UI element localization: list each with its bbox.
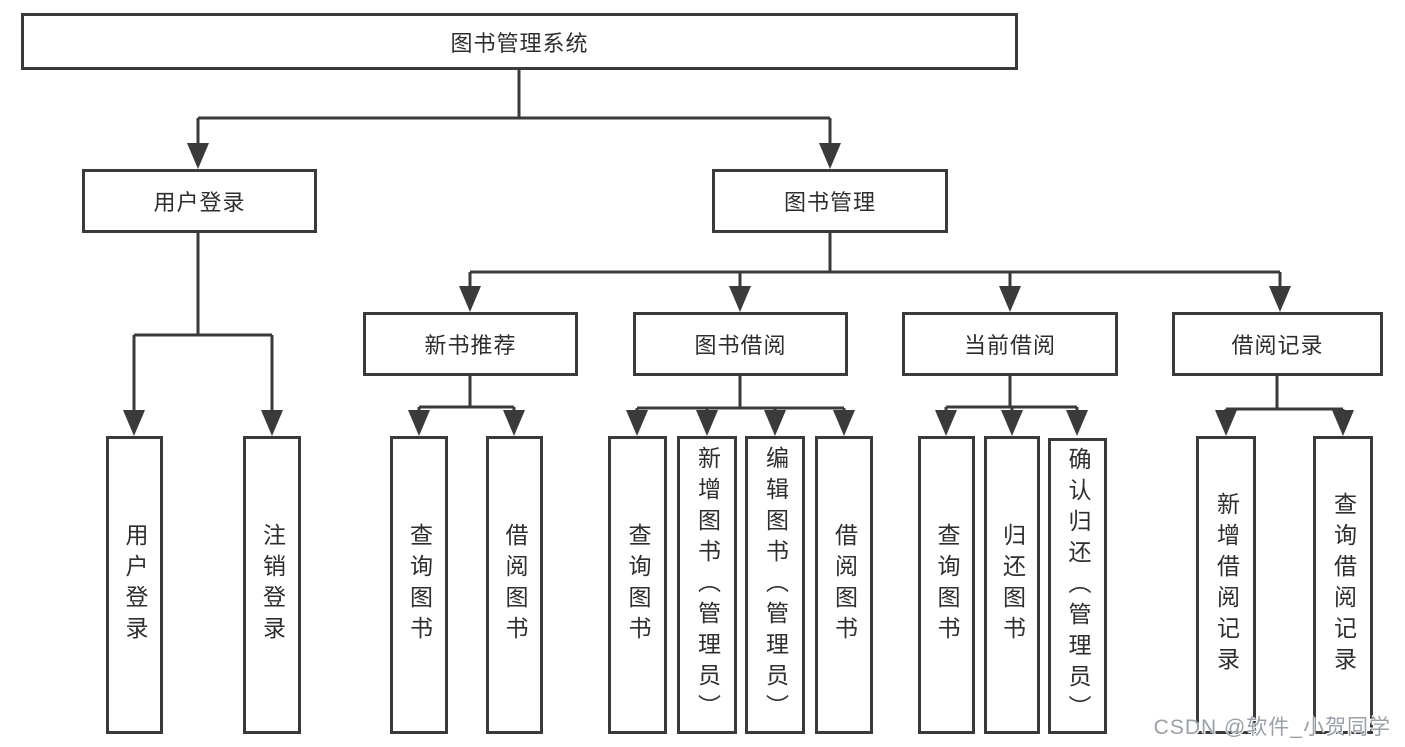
leaf-user-login-label: 用户登录 [122,523,148,647]
node-book-management-label: 图书管理 [783,190,876,215]
leaf-br-add-record-label: 新增借阅记录 [1213,492,1240,678]
node-borrow-record-label: 借阅记录 [1231,333,1324,358]
edge-user-login-children [123,232,283,436]
leaf-br-add-record: 新增借阅记录 [1196,436,1256,734]
leaf-cb-query-book: 查询图书 [918,436,975,734]
leaf-cb-return-book: 归还图书 [984,436,1040,734]
leaf-bb-edit-book-admin-label: 编辑图书（管理员） [762,445,789,725]
edge-current-borrow-children [935,376,1088,436]
leaf-bb-borrow-book: 借阅图书 [815,436,873,734]
node-book-management: 图书管理 [712,169,948,233]
node-root: 图书管理系统 [21,13,1018,70]
node-current-borrow: 当前借阅 [902,312,1118,376]
leaf-user-login: 用户登录 [106,436,163,734]
edge-book-management-children [459,233,1291,312]
leaf-cb-query-book-label: 查询图书 [934,523,960,647]
node-user-login-label: 用户登录 [153,190,246,215]
leaf-cb-return-book-label: 归还图书 [999,523,1026,647]
csdn-watermark: CSDN @软件_小贺同学 [1153,716,1391,739]
leaf-nbr-query-book-label: 查询图书 [406,523,433,647]
node-book-borrow-label: 图书借阅 [694,333,787,358]
leaf-nbr-query-book: 查询图书 [390,436,448,734]
node-borrow-record: 借阅记录 [1172,312,1383,376]
edge-borrow-record-children [1215,376,1354,436]
leaf-bb-add-book-admin: 新增图书（管理员） [677,436,737,734]
leaf-logout: 注销登录 [243,436,301,734]
leaf-bb-query-book-label: 查询图书 [625,523,651,647]
leaf-bb-edit-book-admin: 编辑图书（管理员） [745,436,805,734]
leaf-br-query-record: 查询借阅记录 [1313,436,1373,734]
leaf-cb-confirm-return-admin: 确认归还（管理员） [1048,438,1107,734]
leaf-bb-query-book: 查询图书 [608,436,667,734]
edge-new-book-children [408,376,525,436]
node-new-book-recommend: 新书推荐 [363,312,578,376]
node-current-borrow-label: 当前借阅 [963,333,1056,358]
leaf-br-query-record-label: 查询借阅记录 [1330,492,1357,678]
node-user-login: 用户登录 [82,169,317,233]
node-new-book-recommend-label: 新书推荐 [424,333,517,358]
leaf-bb-add-book-admin-label: 新增图书（管理员） [694,445,721,725]
leaf-bb-borrow-book-label: 借阅图书 [831,523,858,647]
edge-book-borrow-children [626,376,855,436]
node-root-label: 图书管理系统 [450,30,589,56]
node-book-borrow: 图书借阅 [633,312,848,376]
edge-root-to-level2 [187,69,841,169]
leaf-nbr-borrow-book-label: 借阅图书 [502,523,528,647]
leaf-logout-label: 注销登录 [259,523,286,647]
leaf-cb-confirm-return-admin-label: 确认归还（管理员） [1065,446,1091,726]
leaf-nbr-borrow-book: 借阅图书 [486,436,543,734]
